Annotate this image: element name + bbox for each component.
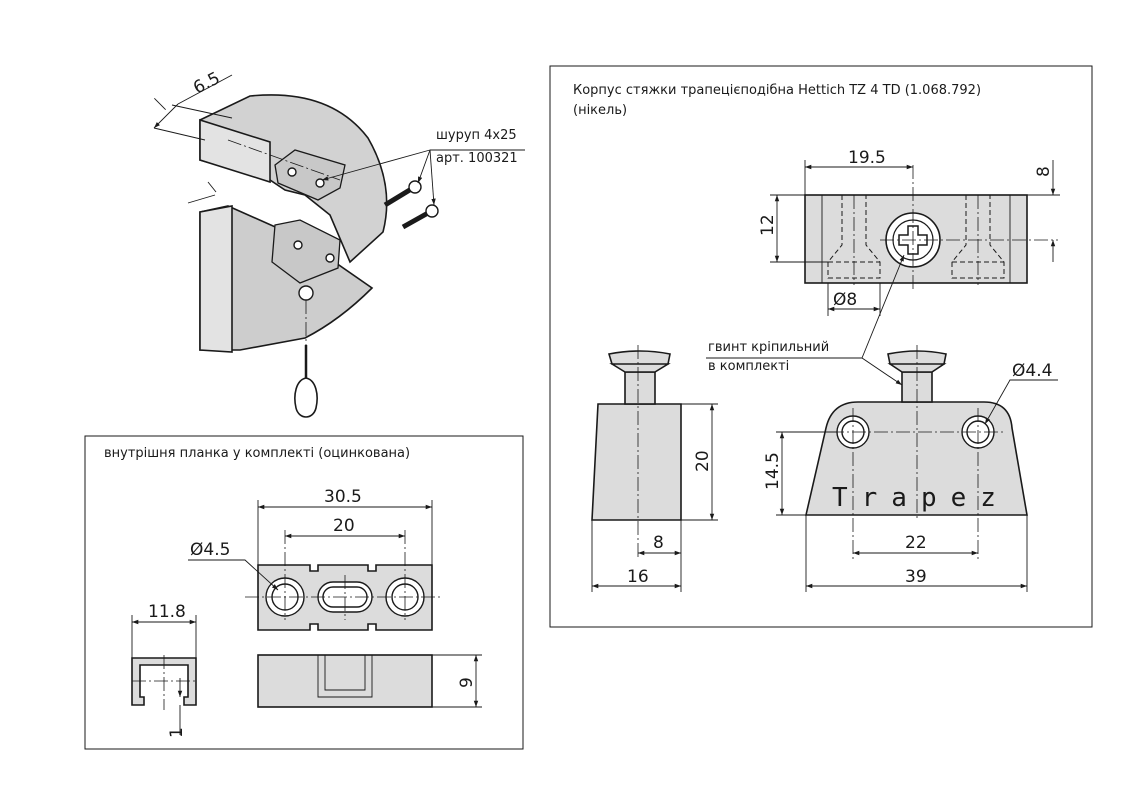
housing-side-view: 20 8 16 [591, 345, 718, 592]
assembly-isometric-view: 6.5 шуруп 4x25 арт. 100321 [153, 68, 525, 418]
dim-1: 1 [167, 727, 187, 738]
screw-icon [401, 204, 439, 230]
dim-30.5: 30.5 [324, 487, 362, 507]
dim-8-top: 8 [1034, 166, 1054, 177]
dim-dia4.4: Ø4.4 [1012, 361, 1052, 381]
brand-trapez: Trapez [832, 483, 1010, 513]
plate-panel-frame [84, 435, 524, 750]
dim-12: 12 [758, 214, 778, 236]
dim-20-side: 20 [693, 450, 713, 472]
screw-note-line2: в комплекті [708, 359, 789, 374]
art-label: арт. 100321 [436, 151, 518, 166]
lower-board [199, 205, 374, 351]
screwdriver-icon [294, 345, 318, 418]
dim-dia4.5: Ø4.5 [190, 540, 230, 560]
screw-note-line1: гвинт кріпильний [708, 340, 829, 355]
screw-icon [383, 180, 422, 208]
housing-title-line1: Корпус стяжки трапецієподібна Hettich TZ… [573, 83, 982, 98]
dim-39: 39 [905, 567, 927, 587]
dim-22: 22 [905, 533, 927, 553]
dim-6.5: 6.5 [190, 68, 223, 98]
plate-title: внутрішня планка у комплекті (оцинкована… [104, 446, 411, 461]
housing-part-iso [274, 149, 346, 201]
housing-panel-frame [549, 65, 1093, 628]
dim-14.5: 14.5 [763, 452, 783, 490]
plate-side-view: 9 [257, 654, 482, 708]
dim-11.8: 11.8 [148, 602, 186, 622]
dim-20-plate: 20 [333, 516, 355, 536]
dim-16: 16 [627, 567, 649, 587]
dim-8-side: 8 [653, 533, 664, 553]
plate-end-view: 11.8 1 [131, 602, 197, 738]
dim-19.5: 19.5 [848, 148, 886, 168]
housing-title-line2: (нікель) [573, 103, 628, 118]
plate-part-iso [271, 219, 341, 284]
plate-top-view: 30.5 20 Ø4.5 [188, 487, 440, 631]
housing-top-view: 19.5 8 12 Ø8 [758, 148, 1060, 316]
dim-9: 9 [457, 677, 477, 688]
dim-dia8: Ø8 [833, 290, 857, 310]
screw-label: шуруп 4x25 [436, 128, 517, 143]
housing-front-view: Trapez 14.5 22 39 Ø4.4 гвинт кріпильний … [706, 254, 1058, 592]
